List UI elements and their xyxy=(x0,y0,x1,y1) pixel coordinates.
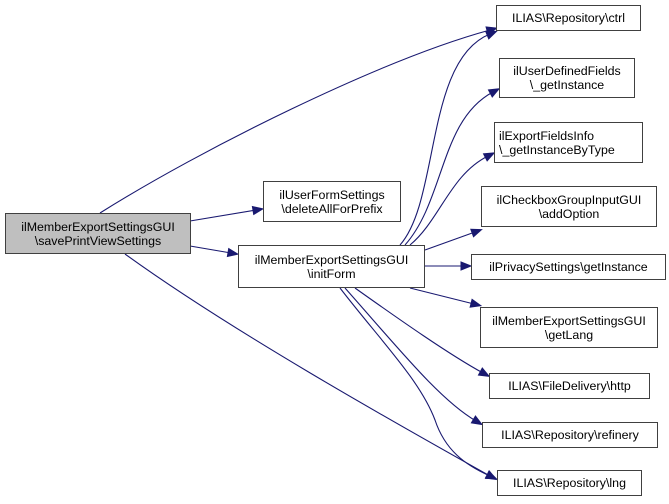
node-privacy[interactable]: ilPrivacySettings\getInstance xyxy=(471,254,666,280)
node-label-line: \_getInstance xyxy=(529,78,605,92)
edge-initForm-to-refinery-arrowhead xyxy=(470,415,484,426)
node-label-line: ILIAS\Repository\refinery xyxy=(501,428,639,442)
edge-initForm-to-addOption-arrowhead xyxy=(470,228,483,238)
edge-initForm-to-lng-arrowhead xyxy=(484,470,498,480)
node-label-line: \getLang xyxy=(544,327,594,342)
edge-initForm-to-privacy-arrowhead xyxy=(460,261,473,271)
node-refinery[interactable]: ILIAS\Repository\refinery xyxy=(482,422,658,448)
edge-initForm-to-exportFieldsInfo-arrowhead xyxy=(482,152,496,162)
node-label-line: ilUserDefinedFields xyxy=(513,64,621,78)
node-label-line: ilMemberExportSettingsGUI xyxy=(21,219,175,234)
edge-root-to-initForm xyxy=(189,245,232,254)
node-label-line: ILIAS\FileDelivery\http xyxy=(508,379,631,393)
edge-initForm-to-ctrl xyxy=(399,33,491,246)
node-http[interactable]: ILIAS\FileDelivery\http xyxy=(489,373,650,399)
edge-initForm-to-http xyxy=(354,287,484,374)
edge-initForm-to-exportFieldsInfo xyxy=(409,155,489,246)
node-udfGetInstance[interactable]: ilUserDefinedFields\_getInstance xyxy=(499,58,635,98)
edge-initForm-to-getLang xyxy=(409,287,475,305)
edge-initForm-to-udfGetInstance-arrowhead xyxy=(487,88,501,98)
node-label-line: ILIAS\Repository\ctrl xyxy=(512,11,625,25)
node-initForm[interactable]: ilMemberExportSettingsGUI\initForm xyxy=(238,245,425,288)
node-label-line: \_getInstanceByType xyxy=(499,142,615,157)
edge-initForm-to-http-arrowhead xyxy=(477,367,491,378)
node-label-line: \initForm xyxy=(307,266,356,281)
node-root: ilMemberExportSettingsGUI\savePrintViewS… xyxy=(5,213,191,254)
node-label-line: ilCheckboxGroupInputGUI xyxy=(496,192,642,207)
edge-initForm-to-lng xyxy=(339,287,491,477)
node-label-line: ilUserFormSettings xyxy=(279,187,385,202)
edge-root-to-deleteAllForPrefix-arrowhead xyxy=(251,205,265,216)
edge-initForm-to-getLang-arrowhead xyxy=(469,298,483,308)
node-ctrl[interactable]: ILIAS\Repository\ctrl xyxy=(496,5,641,31)
edge-root-to-lng xyxy=(124,253,491,477)
node-label-line: ilMemberExportSettingsGUI xyxy=(492,313,646,328)
node-label-line: ILIAS\Repository\lng xyxy=(513,476,626,490)
node-getLang[interactable]: ilMemberExportSettingsGUI\getLang xyxy=(480,307,658,348)
node-label-line: ilExportFieldsInfo xyxy=(499,128,595,143)
node-lng[interactable]: ILIAS\Repository\lng xyxy=(497,470,642,496)
node-label-line: ilPrivacySettings\getInstance xyxy=(489,260,648,274)
node-label-line: ilMemberExportSettingsGUI xyxy=(254,252,409,267)
edge-root-to-deleteAllForPrefix xyxy=(189,209,257,222)
node-addOption[interactable]: ilCheckboxGroupInputGUI\addOption xyxy=(481,186,657,227)
node-label-line: \savePrintViewSettings xyxy=(34,233,162,248)
node-exportFieldsInfo[interactable]: ilExportFieldsInfo\_getInstanceByType xyxy=(494,122,643,163)
node-deleteAllForPrefix[interactable]: ilUserFormSettings\deleteAllForPrefix xyxy=(263,181,401,222)
edge-initForm-to-udfGetInstance xyxy=(404,91,494,246)
edge-initForm-to-addOption xyxy=(424,231,476,251)
edge-root-to-initForm-arrowhead xyxy=(226,247,240,258)
edge-root-to-ctrl xyxy=(99,29,491,214)
node-label-line: \addOption xyxy=(538,206,600,221)
edge-initForm-to-ctrl-arrowhead xyxy=(484,30,498,40)
edge-initForm-to-refinery xyxy=(344,287,477,422)
node-label-line: \deleteAllForPrefix xyxy=(281,201,383,216)
